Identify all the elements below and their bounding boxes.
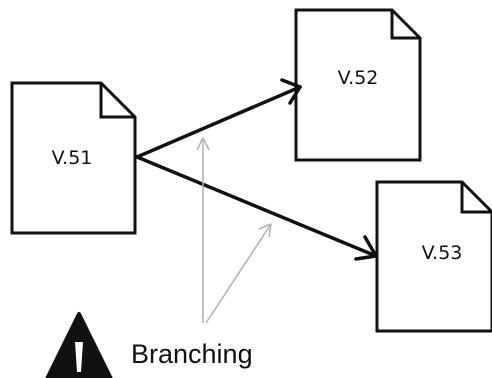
pointer-arrow-upper <box>196 137 210 323</box>
document-v51-fold <box>99 83 135 119</box>
document-v51-body <box>10 81 137 235</box>
document-v53: V.53 <box>375 180 492 333</box>
branching-caption: Branching <box>131 339 253 369</box>
document-v53-body <box>375 180 492 333</box>
pointer-arrow-lower <box>205 223 272 324</box>
document-v53-fold <box>460 182 492 214</box>
document-v52: V.52 <box>294 8 422 162</box>
document-v51-label: V.51 <box>52 147 93 169</box>
document-v52-fold <box>390 10 420 40</box>
document-v51: V.51 <box>10 81 137 235</box>
warning-icon <box>45 312 113 378</box>
arrow-v51-to-v52 <box>135 78 302 159</box>
arrow-v51-to-v53 <box>135 155 378 261</box>
document-v52-label: V.52 <box>338 67 379 89</box>
document-v52-body <box>294 8 422 162</box>
document-v53-label: V.53 <box>422 242 463 264</box>
